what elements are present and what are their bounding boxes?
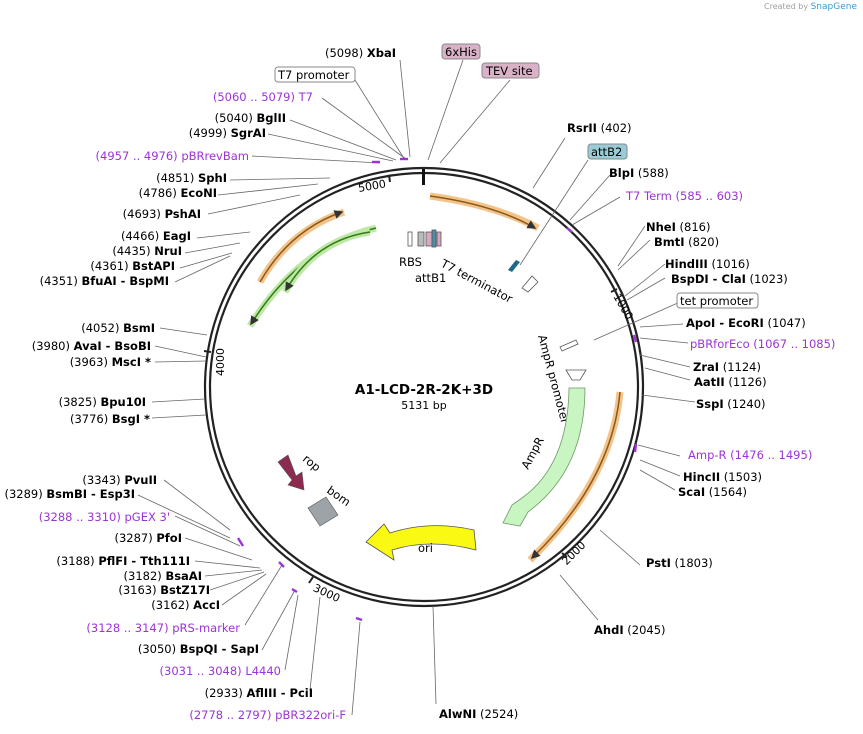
label-tet-promoter: tet promoter — [680, 294, 753, 308]
enzyme-site-label: BlpI (588) — [609, 166, 669, 180]
enzyme-site-label: (4361) BstAPI — [90, 259, 175, 273]
feature-rbs: RBS — [399, 255, 422, 269]
enzyme-site-label: (4466) EagI — [121, 229, 191, 243]
tick-2000: 2000 — [559, 539, 588, 568]
green-arc-outer — [247, 224, 377, 328]
boxed-labels — [274, 43, 759, 309]
feature-ampr: AmpR — [518, 434, 546, 471]
enzyme-site-label: HindIII (1016) — [665, 257, 750, 271]
enzyme-site-label: (5040) BglII — [215, 111, 286, 125]
enzyme-site-label: BspDI - ClaI (1023) — [671, 272, 788, 286]
backbone-outer — [203, 166, 645, 608]
primer-marks — [236, 157, 638, 622]
primer-label: (5060 .. 5079) T7 — [213, 90, 313, 104]
enzyme-site-label: (3182) BsaAI — [124, 569, 202, 583]
primer-label: Amp-R (1476 .. 1495) — [688, 448, 812, 462]
enzyme-site-label: (4999) SgrAI — [189, 126, 266, 140]
enzyme-site-label: (3343) PvuII — [82, 473, 157, 487]
tick-1000: 1000 — [610, 291, 635, 322]
enzyme-site-label: (4786) EcoNI — [139, 186, 217, 200]
enzyme-site-label: ScaI (1564) — [678, 485, 747, 499]
bom-box — [307, 496, 339, 527]
label-6xhis: 6xHis — [445, 45, 477, 59]
enzyme-site-label: (4435) NruI — [112, 244, 182, 258]
primer-label: T7 Term (585 .. 603) — [625, 189, 743, 203]
enzyme-site-label: (3163) BstZ17I — [118, 583, 210, 597]
enzyme-site-label: (3162) AccI — [151, 598, 220, 612]
primer-label: pBRforEco (1067 .. 1085) — [690, 337, 835, 351]
ori-arrow — [365, 523, 477, 561]
snapgene-credit: Created by SnapGene — [764, 2, 857, 12]
ampr-promoter-arrow — [565, 369, 587, 381]
tick-4000: 4000 — [214, 348, 227, 376]
enzyme-site-label: (3980) AvaI - BsoBI — [32, 339, 151, 353]
enzyme-site-label: NheI (816) — [646, 220, 710, 234]
rop-arrow — [277, 454, 305, 491]
enzyme-site-label: (4693) PshAI — [123, 207, 201, 221]
plasmid-size: 5131 bp — [401, 399, 446, 412]
enzyme-site-label: (3825) Bpu10I — [59, 395, 146, 409]
primer-arc-left-line — [259, 210, 344, 283]
feature-attb1: attB1 — [415, 271, 446, 285]
primer-label: (3031 .. 3048) L4440 — [160, 664, 281, 678]
enzyme-site-label: PstI (1803) — [646, 556, 713, 570]
enzyme-site-label: (4052) BsmI — [81, 321, 155, 335]
left-site-labels: (5098) XbaI (5060 .. 5079) T7 (5040) BglII… — [4, 46, 396, 722]
enzyme-site-label: ZraI (1124) — [693, 360, 761, 374]
label-leaders — [137, 59, 696, 716]
scale-ticks — [203, 174, 618, 584]
label-t7-promoter-top: T7 promoter — [277, 68, 350, 82]
enzyme-site-label: (3963) MscI * — [70, 355, 151, 369]
enzyme-site-label: (5098) XbaI — [325, 46, 396, 60]
label-attb2: attB2 — [591, 145, 622, 159]
plasmid-name: A1-LCD-2R-2K+3D — [355, 382, 493, 398]
enzyme-site-label: ApoI - EcoRI (1047) — [686, 316, 806, 330]
t7-region-features — [407, 229, 579, 352]
primer-label: (2778 .. 2797) pBR322ori-F — [189, 708, 346, 722]
enzyme-site-label: AlwNI (2524) — [439, 707, 518, 721]
enzyme-site-label: RsrII (402) — [567, 121, 632, 135]
enzyme-site-label: (2933) AflIII - PciI — [205, 686, 313, 700]
enzyme-site-label: SspI (1240) — [696, 397, 766, 411]
label-tev-site: TEV site — [485, 64, 533, 78]
enzyme-site-label: (3287) PfoI — [114, 531, 182, 545]
primer-arc-top-line — [429, 195, 537, 229]
primer-label: (3128 .. 3147) pRS-marker — [86, 621, 240, 635]
enzyme-site-label: BmtI (820) — [654, 235, 719, 249]
enzyme-site-label: (3776) BsgI * — [70, 412, 150, 426]
enzyme-site-label: HincII (1503) — [683, 470, 762, 484]
green-arc-inner-line — [285, 231, 371, 292]
right-site-labels: RsrII (402) BlpI (588) T7 Term (585 .. 603… — [439, 121, 835, 721]
enzyme-site-label: (4351) BfuAI - BspMI — [40, 274, 169, 288]
primer-arc-right-line — [530, 391, 621, 560]
enzyme-site-label: (3289) BsmBI - Esp3I — [4, 487, 135, 501]
primer-label: (4957 .. 4976) pBRrevBam — [96, 149, 249, 163]
primer-label: (3288 .. 3310) pGEX 3' — [39, 510, 170, 524]
primer-arc-top — [429, 192, 540, 232]
feature-t7-terminator: T7 terminator — [438, 256, 516, 306]
green-arc-outer-line — [250, 227, 377, 326]
enzyme-site-label: (4851) SphI — [156, 171, 227, 185]
feature-rop: rop — [300, 452, 323, 475]
enzyme-site-label: AhdI (2045) — [594, 623, 666, 637]
tick-5000: 5000 — [357, 177, 387, 195]
tick-3000: 3000 — [311, 581, 342, 605]
site-marker-top — [422, 169, 425, 185]
enzyme-site-label: (3188) PflFI - Tth111I — [56, 554, 190, 568]
feature-ori: ori — [418, 541, 433, 555]
ampr-gene-arrow — [502, 387, 586, 527]
enzyme-site-label: AatII (1126) — [694, 375, 767, 389]
enzyme-site-label: (3050) BspQI - SapI — [138, 642, 259, 656]
